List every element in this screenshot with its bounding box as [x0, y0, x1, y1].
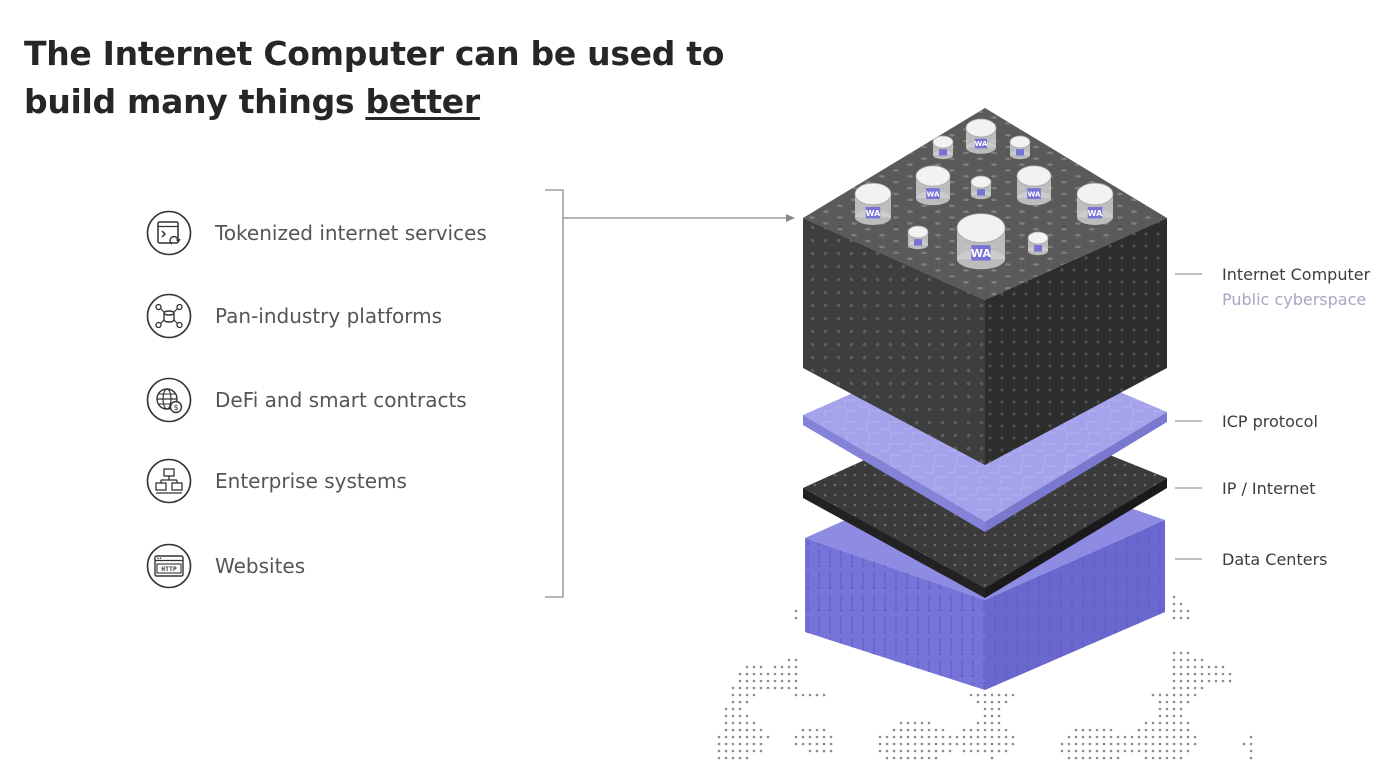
globe-dollar-icon: $	[146, 377, 192, 423]
svg-text:WA: WA	[971, 247, 992, 260]
svg-text:WA: WA	[927, 191, 940, 199]
layer-label-internet-computer: Internet Computer Public cyberspace	[1222, 265, 1370, 309]
label-leaders	[1175, 273, 1202, 560]
feature-label: Websites	[215, 554, 306, 578]
title-line-1: The Internet Computer can be used to	[24, 34, 725, 73]
title-line-2-prefix: build many things	[24, 82, 366, 121]
svg-text:$: $	[173, 403, 178, 412]
layer-subtitle: Public cyberspace	[1222, 290, 1367, 309]
http-browser-icon: HTTP	[146, 543, 192, 589]
feature-label: Enterprise systems	[215, 469, 407, 493]
layer-label-ip-internet: IP / Internet	[1222, 479, 1316, 498]
network-platform-icon	[146, 293, 192, 339]
layer-label-icp-protocol: ICP protocol	[1222, 412, 1318, 431]
feature-label: Pan-industry platforms	[215, 304, 442, 328]
svg-text:WA: WA	[1028, 191, 1041, 199]
title-line-2: build many things better	[24, 78, 744, 126]
layer-name: Internet Computer	[1222, 265, 1371, 284]
layer-label-data-centers: Data Centers	[1222, 550, 1328, 569]
feature-item-enterprise: Enterprise systems	[146, 458, 407, 504]
page-title: The Internet Computer can be used to bui…	[24, 30, 744, 126]
title-emphasis: better	[365, 82, 480, 121]
enterprise-network-icon	[146, 458, 192, 504]
feature-item-platforms: Pan-industry platforms	[146, 293, 442, 339]
internet-computer-cube: WA WA WA WA WA WA	[803, 108, 1167, 465]
tokenized-service-icon	[146, 210, 192, 256]
svg-text:HTTP: HTTP	[161, 565, 177, 573]
svg-text:WA: WA	[975, 140, 988, 148]
svg-text:WA: WA	[1088, 209, 1103, 218]
svg-text:WA: WA	[866, 209, 881, 218]
feature-label: Tokenized internet services	[215, 221, 487, 245]
feature-item-tokenized: Tokenized internet services	[146, 210, 487, 256]
bracket-connector	[545, 189, 795, 598]
dotted-globe	[717, 595, 1253, 760]
feature-label: DeFi and smart contracts	[215, 388, 467, 412]
feature-item-websites: HTTP Websites	[146, 543, 305, 589]
feature-item-defi: $ DeFi and smart contracts	[146, 377, 467, 423]
